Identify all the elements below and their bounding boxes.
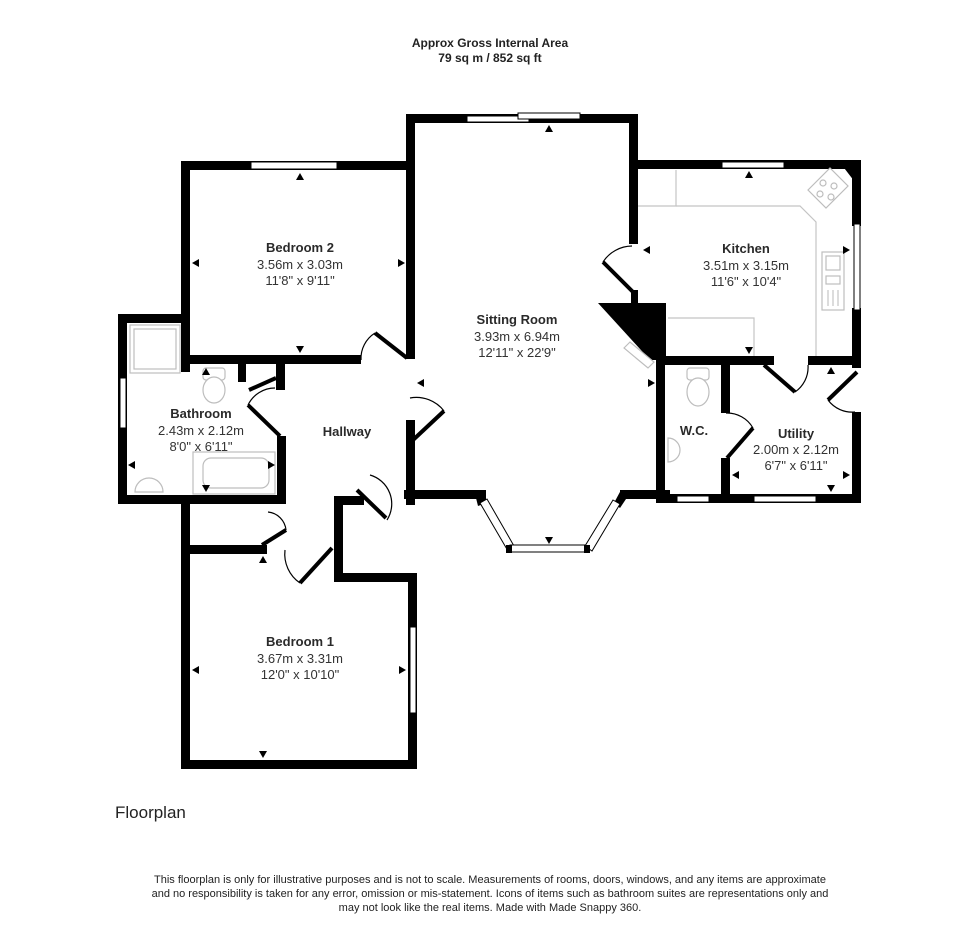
area-value: 79 sq m / 852 sq ft [438,51,542,65]
room-label-sitting-room: Sitting Room 3.93m x 6.94m 12'11" x 22'9… [474,312,560,360]
kitchen-window-top [721,161,785,169]
chimney-breast [598,303,666,360]
kitchen-sink-icon [821,251,845,311]
floor-label: Floorplan [115,803,186,822]
svg-text:3.51m x 3.15m: 3.51m x 3.15m [703,258,789,273]
bedroom-1-window [409,626,417,714]
svg-text:Hallway: Hallway [323,424,372,439]
svg-text:Bathroom: Bathroom [170,406,231,421]
svg-text:Bedroom 1: Bedroom 1 [266,634,334,649]
wc-window [676,495,710,503]
room-label-bathroom: Bathroom 2.43m x 2.12m 8'0" x 6'11" [158,406,244,454]
room-label-bedroom-2: Bedroom 2 3.56m x 3.03m 11'8" x 9'11" [257,240,343,288]
area-title: Approx Gross Internal Area [411,36,569,50]
kitchen-worktops [638,170,817,356]
disclaimer-line-1: This floorplan is only for illustrative … [154,874,826,886]
sitting-room-bay-window [474,490,632,553]
svg-text:Kitchen: Kitchen [722,241,770,256]
utility-window [753,495,817,503]
bathroom-basin-icon [134,477,164,493]
area-header: Approx Gross Internal Area 79 sq m / 852… [0,36,980,66]
hob-icon [807,167,849,209]
svg-text:8'0" x 6'11": 8'0" x 6'11" [169,439,232,454]
sitting-room-patio-window [466,112,581,123]
shower-tray-icon [129,324,181,374]
svg-text:11'8" x 9'11": 11'8" x 9'11" [265,273,335,288]
disclaimer: This floorplan is only for illustrative … [100,873,880,915]
hallway-walls [181,496,415,576]
wc-toilet-icon [686,367,710,407]
disclaimer-line-2: and no responsibility is taken for any e… [151,888,829,900]
room-label-utility: Utility 2.00m x 2.12m 6'7" x 6'11" [753,426,839,473]
svg-text:11'6" x 10'4": 11'6" x 10'4" [711,274,782,289]
svg-text:12'11" x 22'9": 12'11" x 22'9" [478,345,556,360]
svg-text:3.56m x 3.03m: 3.56m x 3.03m [257,257,343,272]
room-label-hallway: Hallway [323,424,372,439]
room-label-wc: W.C. [680,423,708,438]
svg-text:3.67m x 3.31m: 3.67m x 3.31m [257,651,343,666]
bathroom-toilet-icon [202,367,226,404]
svg-text:Bedroom 2: Bedroom 2 [266,240,334,255]
svg-text:3.93m x 6.94m: 3.93m x 6.94m [474,329,560,344]
disclaimer-line-3: may not look like the real items. Made w… [338,902,642,914]
fireplace-hearth [623,341,655,369]
wc-basin-icon [667,437,681,463]
doors [246,245,859,585]
svg-text:Utility: Utility [778,426,815,441]
svg-text:Sitting Room: Sitting Room [477,312,558,327]
svg-text:2.00m x 2.12m: 2.00m x 2.12m [753,442,839,457]
bedroom-2-window [250,161,338,170]
kitchen-window-side [853,223,861,311]
bathroom-window [119,377,127,429]
svg-text:12'0" x 10'10": 12'0" x 10'10" [261,667,340,682]
svg-text:W.C.: W.C. [680,423,708,438]
room-label-bedroom-1: Bedroom 1 3.67m x 3.31m 12'0" x 10'10" [257,634,343,682]
room-label-kitchen: Kitchen 3.51m x 3.15m 11'6" x 10'4" [703,241,789,289]
measurement-arrows [128,125,850,758]
svg-text:2.43m x 2.12m: 2.43m x 2.12m [158,423,244,438]
svg-text:6'7" x 6'11": 6'7" x 6'11" [764,458,827,473]
